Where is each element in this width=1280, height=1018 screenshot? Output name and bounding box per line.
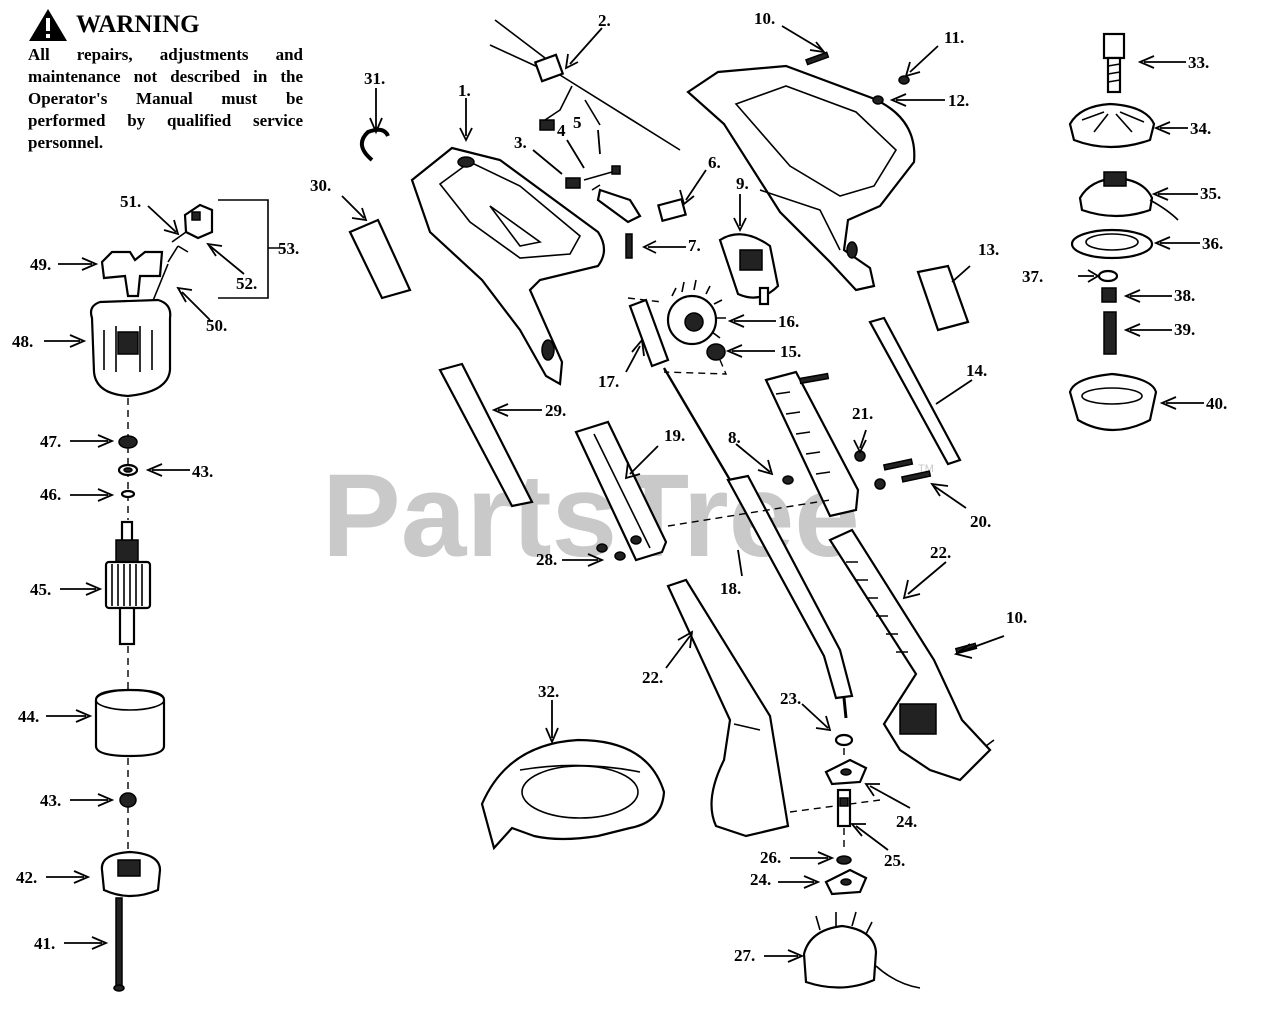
callout-13: 13. xyxy=(978,240,999,259)
callout-22-right: 22. xyxy=(930,543,951,562)
callout-4: 4 xyxy=(557,121,566,140)
warning-heading: WARNING xyxy=(28,8,303,42)
callout-20: 20. xyxy=(970,512,991,531)
callout-2: 2. xyxy=(598,11,611,30)
callout-21: 21. xyxy=(852,404,873,423)
callout-labels: 1. 2. 3. 4 5 6. 7. 8. 9. 10. 10. 11. 12.… xyxy=(12,9,1227,965)
callout-47: 47. xyxy=(40,432,61,451)
callout-12: 12. xyxy=(948,91,969,110)
callout-17: 17. xyxy=(598,372,619,391)
callout-8: 8. xyxy=(728,428,741,447)
callout-48: 48. xyxy=(12,332,33,351)
callout-39: 39. xyxy=(1174,320,1195,339)
spool-head-assembly xyxy=(1068,32,1179,431)
motor-assembly xyxy=(89,199,285,992)
callout-11: 11. xyxy=(944,28,964,47)
warning-triangle-icon xyxy=(29,9,67,41)
callout-52: 52. xyxy=(236,274,257,293)
callout-14: 14. xyxy=(966,361,987,380)
callout-38: 38. xyxy=(1174,286,1195,305)
callout-44: 44. xyxy=(18,707,39,726)
callout-43-top: 43. xyxy=(192,462,213,481)
warning-notice: WARNING All repairs, adjustments and mai… xyxy=(28,8,303,154)
callout-34: 34. xyxy=(1190,119,1211,138)
callout-1: 1. xyxy=(458,81,471,100)
callout-53: 53. xyxy=(278,239,299,258)
callout-43-bottom: 43. xyxy=(40,791,61,810)
callout-30: 30. xyxy=(310,176,331,195)
callout-27: 27. xyxy=(734,946,755,965)
drive-shaft-assembly xyxy=(627,279,854,719)
callout-6: 6. xyxy=(708,153,721,172)
callout-22-left: 22. xyxy=(642,668,663,687)
callout-10-bottom: 10. xyxy=(1006,608,1027,627)
callout-23: 23. xyxy=(780,689,801,708)
callout-42: 42. xyxy=(16,868,37,887)
handle-assembly xyxy=(348,19,970,508)
lower-housing-assembly xyxy=(480,370,995,851)
leader-arrows xyxy=(44,25,1204,963)
callout-18: 18. xyxy=(720,579,741,598)
warning-text: All repairs, adjustments and maintenance… xyxy=(28,45,303,152)
callout-36: 36. xyxy=(1202,234,1223,253)
callout-5: 5 xyxy=(573,113,582,132)
callout-9: 9. xyxy=(736,174,749,193)
callout-31: 31. xyxy=(364,69,385,88)
callout-45: 45. xyxy=(30,580,51,599)
callout-29: 29. xyxy=(545,401,566,420)
callout-10-top: 10. xyxy=(754,9,775,28)
callout-24-bottom: 24. xyxy=(750,870,771,889)
callout-3: 3. xyxy=(514,133,527,152)
callout-24-top: 24. xyxy=(896,812,917,831)
callout-19: 19. xyxy=(664,426,685,445)
callout-15: 15. xyxy=(780,342,801,361)
callout-49: 49. xyxy=(30,255,51,274)
callout-35: 35. xyxy=(1200,184,1221,203)
warning-title: WARNING xyxy=(76,11,200,38)
callout-16: 16. xyxy=(778,312,799,331)
callout-7: 7. xyxy=(688,236,701,255)
callout-37: 37. xyxy=(1022,267,1043,286)
callout-50: 50. xyxy=(206,316,227,335)
callout-33: 33. xyxy=(1188,53,1209,72)
callout-32: 32. xyxy=(538,682,559,701)
callout-25: 25. xyxy=(884,851,905,870)
callout-28: 28. xyxy=(536,550,557,569)
callout-51: 51. xyxy=(120,192,141,211)
callout-40: 40. xyxy=(1206,394,1227,413)
callout-46: 46. xyxy=(40,485,61,504)
callout-41: 41. xyxy=(34,934,55,953)
callout-26: 26. xyxy=(760,848,781,867)
trimmer-head-bottom xyxy=(802,733,921,989)
